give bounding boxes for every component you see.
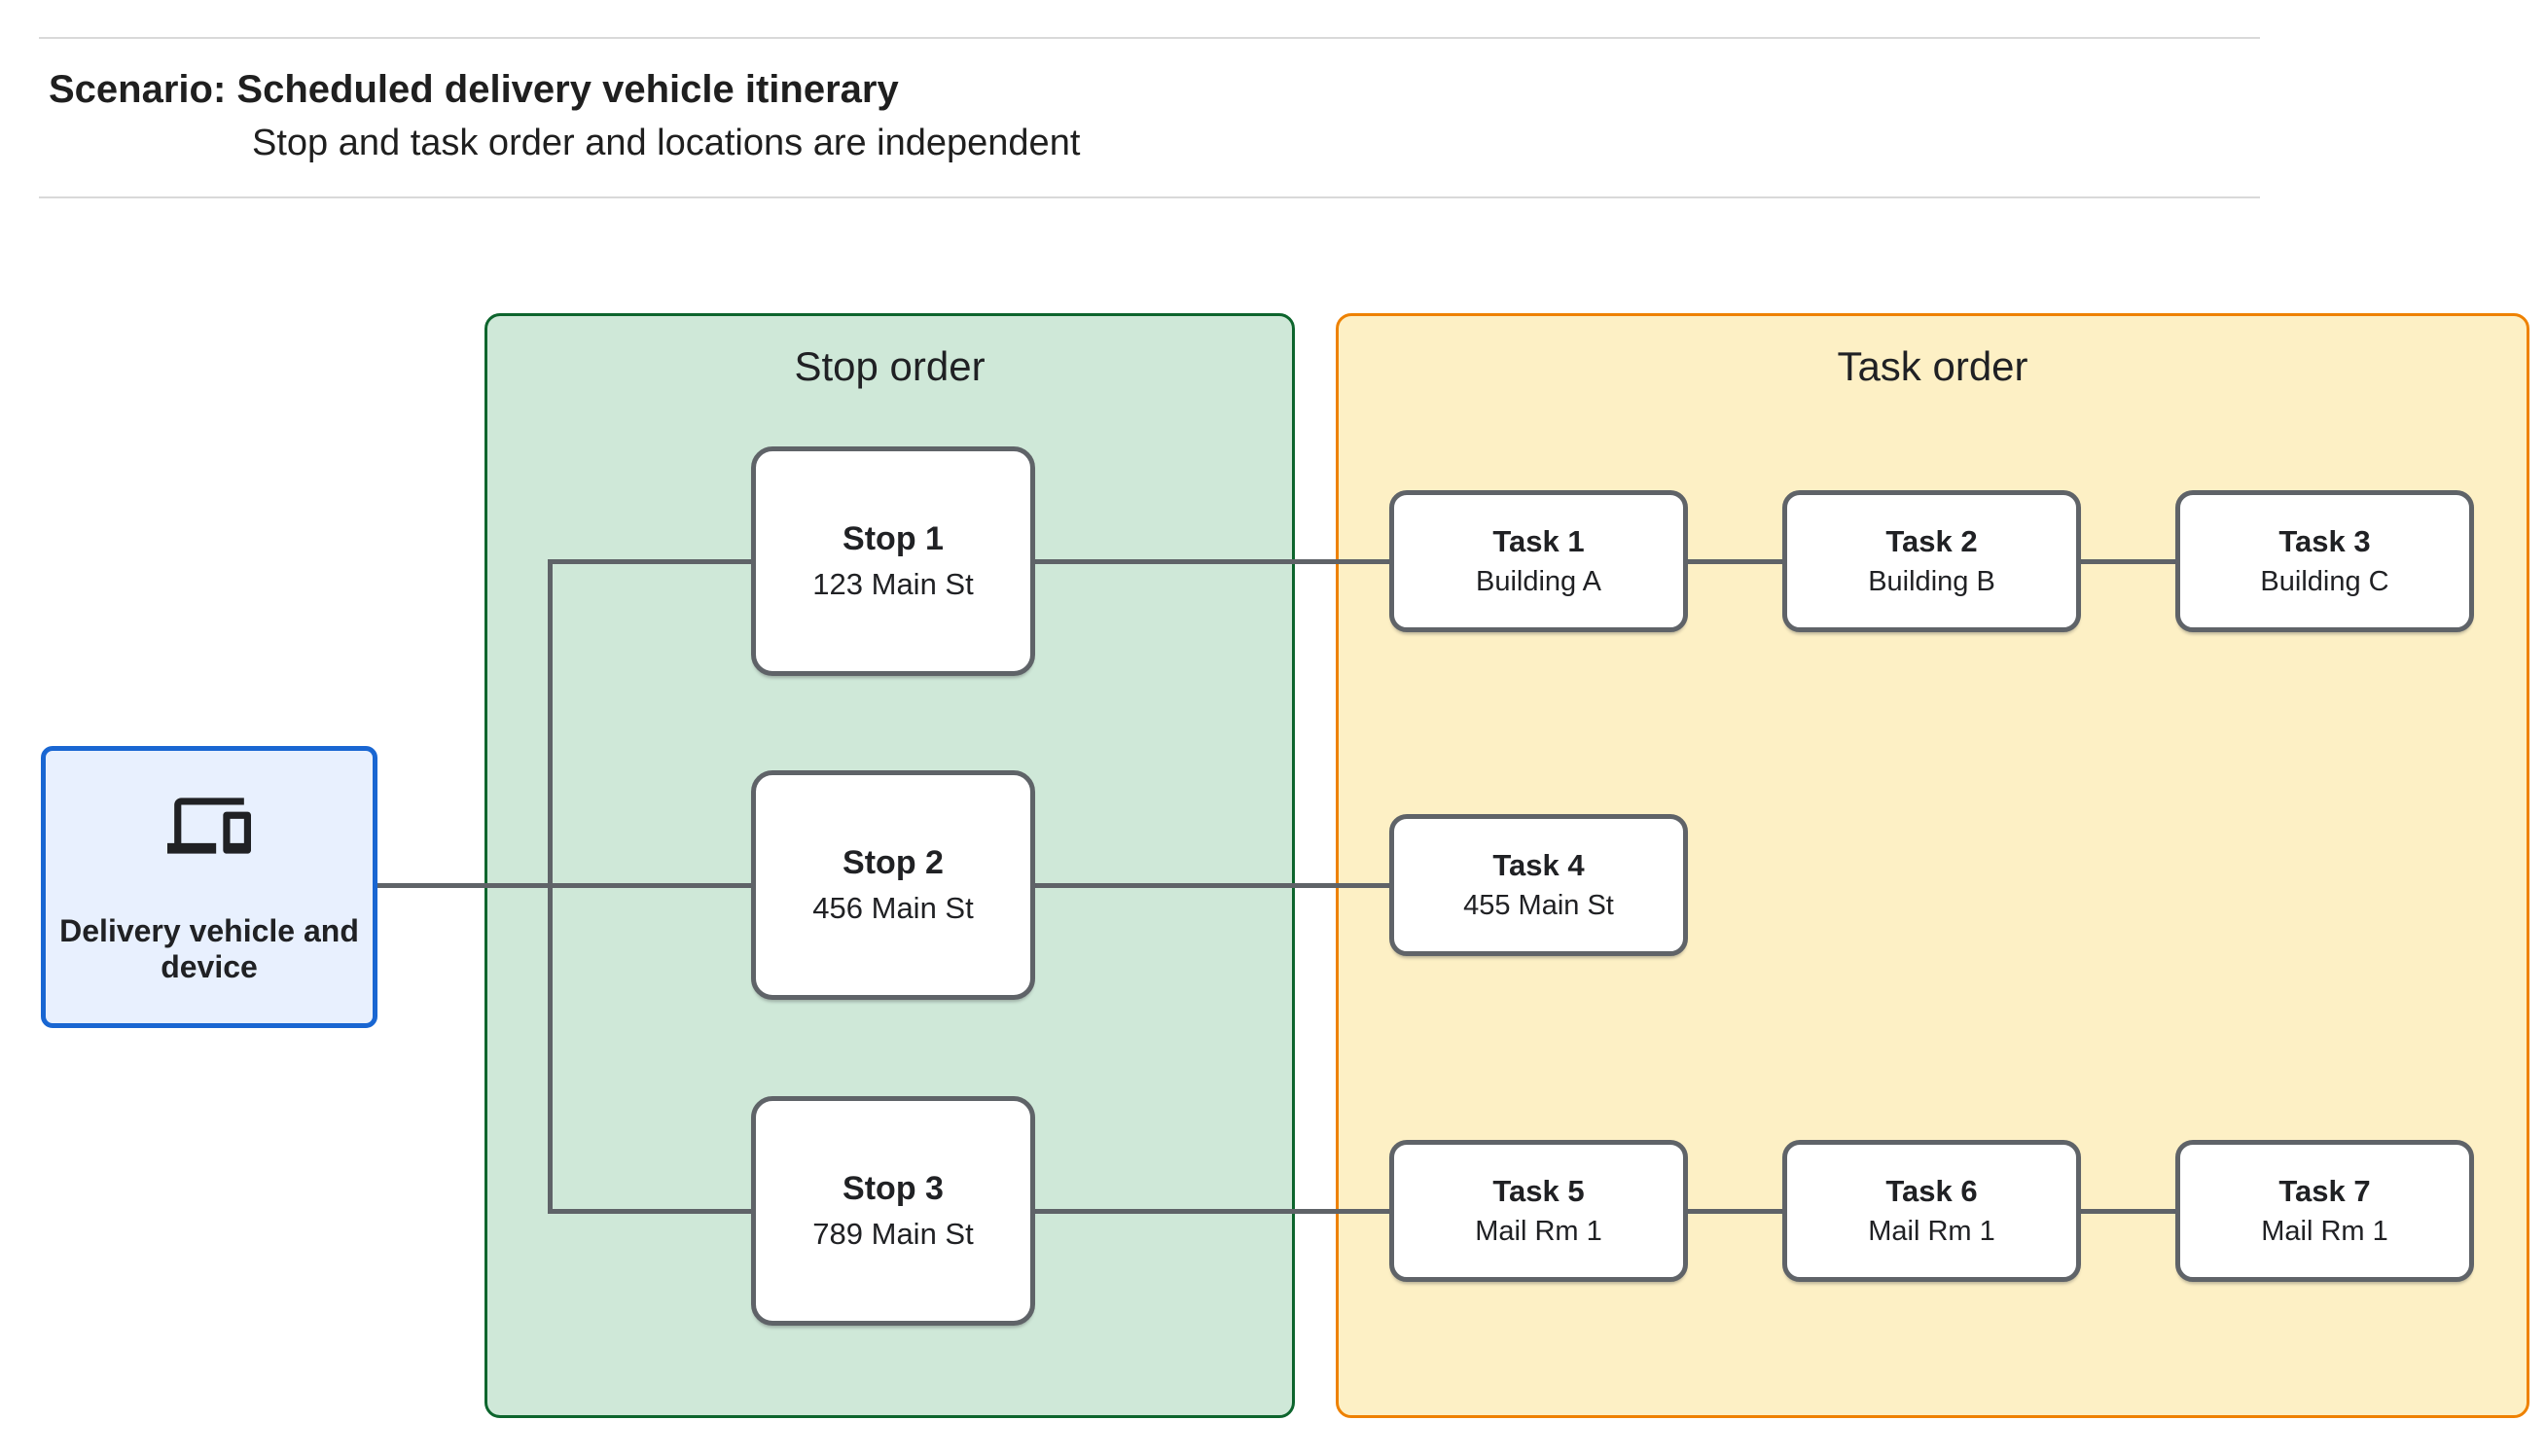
- task-5-location: Mail Rm 1: [1475, 1216, 1602, 1247]
- page-subtitle: Stop and task order and locations are in…: [252, 123, 1081, 163]
- connector-task-6-to-task-7: [2081, 1209, 2175, 1214]
- task-7-location: Mail Rm 1: [2261, 1216, 2388, 1247]
- task-7-title: Task 7: [2278, 1174, 2371, 1208]
- header-divider-top: [39, 37, 2260, 39]
- delivery-vehicle-node: Delivery vehicle and device: [41, 746, 377, 1028]
- task-2-location: Building B: [1868, 566, 1995, 597]
- task-1-node: Task 1 Building A: [1389, 490, 1688, 632]
- connector-task-1-to-task-2: [1688, 559, 1782, 564]
- stop-3-location: 789 Main St: [812, 1217, 974, 1251]
- stop-2-node: Stop 2 456 Main St: [751, 770, 1035, 1000]
- task-order-panel-title: Task order: [1837, 343, 2028, 389]
- connector-stop-1-to-task-1: [1035, 559, 1389, 564]
- task-3-title: Task 3: [2278, 524, 2371, 558]
- connector-task-2-to-task-3: [2081, 559, 2175, 564]
- task-2-title: Task 2: [1885, 524, 1978, 558]
- connector-task-5-to-task-6: [1688, 1209, 1782, 1214]
- page-title: Scenario: Scheduled delivery vehicle iti…: [49, 68, 899, 111]
- task-5-title: Task 5: [1492, 1174, 1585, 1208]
- task-5-node: Task 5 Mail Rm 1: [1389, 1140, 1688, 1282]
- task-2-node: Task 2 Building B: [1782, 490, 2081, 632]
- stop-3-node: Stop 3 789 Main St: [751, 1096, 1035, 1326]
- task-4-location: 455 Main St: [1463, 890, 1614, 921]
- stop-2-location: 456 Main St: [812, 891, 974, 925]
- connector-vehicle-to-stop-2: [377, 883, 751, 888]
- task-3-node: Task 3 Building C: [2175, 490, 2474, 632]
- connector-stop-3-to-task-5: [1035, 1209, 1389, 1214]
- task-3-location: Building C: [2260, 566, 2389, 597]
- task-4-title: Task 4: [1492, 848, 1585, 882]
- connector-trunk-to-stop-1: [551, 559, 751, 564]
- connector-stop-trunk: [548, 559, 553, 1214]
- task-1-location: Building A: [1476, 566, 1601, 597]
- connector-stop-2-to-task-4: [1035, 883, 1389, 888]
- stop-3-title: Stop 3: [843, 1170, 944, 1207]
- task-7-node: Task 7 Mail Rm 1: [2175, 1140, 2474, 1282]
- task-6-title: Task 6: [1885, 1174, 1978, 1208]
- devices-icon: [167, 798, 251, 854]
- task-4-node: Task 4 455 Main St: [1389, 814, 1688, 956]
- stop-order-panel-title: Stop order: [794, 343, 986, 389]
- connector-trunk-to-stop-3: [551, 1209, 751, 1214]
- vehicle-label: Delivery vehicle and device: [59, 912, 359, 985]
- stop-1-title: Stop 1: [843, 520, 944, 557]
- stop-1-node: Stop 1 123 Main St: [751, 446, 1035, 676]
- header-divider-bottom: [39, 196, 2260, 198]
- task-6-node: Task 6 Mail Rm 1: [1782, 1140, 2081, 1282]
- stop-2-title: Stop 2: [843, 844, 944, 881]
- task-1-title: Task 1: [1492, 524, 1585, 558]
- task-6-location: Mail Rm 1: [1868, 1216, 1995, 1247]
- stop-1-location: 123 Main St: [812, 567, 974, 601]
